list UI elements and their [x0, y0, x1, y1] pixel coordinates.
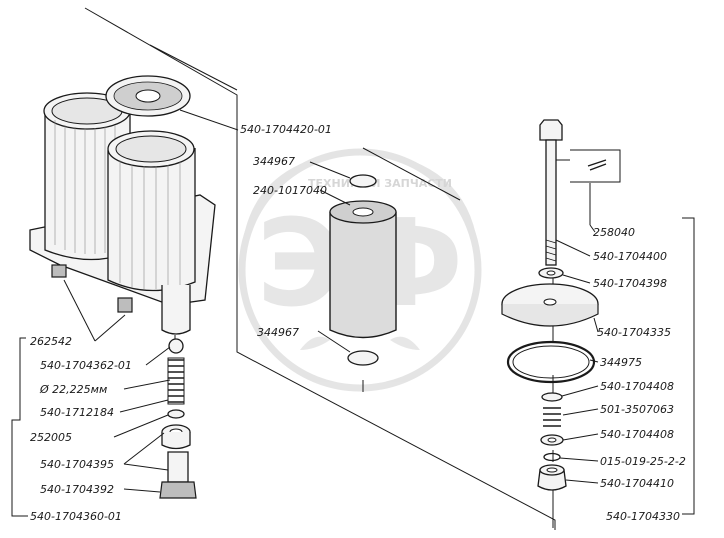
label-washer-mid: 540-1704408: [600, 380, 674, 393]
label-oring-small: 015-019-25-2-2: [600, 455, 686, 468]
label-spring-left: 540-1712184: [40, 406, 114, 419]
label-disc: 540-1704335: [597, 326, 671, 339]
label-plug-bolt: 540-1704392: [40, 483, 114, 496]
label-element: 240-1017040: [253, 184, 327, 197]
label-seal-ring: 344975: [600, 356, 642, 369]
label-plug: 262542: [30, 335, 72, 348]
label-pin: 258040: [593, 226, 635, 239]
right-valve-stack: [501, 119, 621, 491]
label-ball-size: Ø 22,225мм: [39, 383, 107, 396]
watermark-arc-text: ТЕХНИКА И ЗАПЧАСТИ: [308, 177, 452, 190]
label-spring-right: 501-3507063: [600, 403, 674, 416]
label-assembly-right: 540-1704330: [606, 510, 680, 523]
label-washer-top: 540-1704398: [593, 277, 667, 290]
cover-plate: [105, 75, 191, 117]
label-ball: 540-1704362-01: [40, 359, 132, 372]
label-nut-fitting: 540-1704410: [600, 477, 674, 490]
label-cover-plate: 540-1704420-01: [240, 123, 332, 136]
leader-lines: [11, 109, 695, 517]
label-bolt: 540-1704400: [593, 250, 667, 263]
part-labels: 540-1704420-01 344967 240-1017040 344967…: [30, 123, 686, 523]
label-seat: 540-1704395: [40, 458, 114, 471]
label-washer-left: 252005: [30, 431, 72, 444]
label-oring-top: 344967: [253, 155, 295, 168]
label-washer-lower: 540-1704408: [600, 428, 674, 441]
left-valve-stack: [159, 338, 197, 499]
filter-element: [329, 174, 397, 366]
label-assembly-left: 540-1704360-01: [30, 510, 122, 523]
filter-housing: [29, 92, 216, 335]
label-oring-bottom: 344967: [257, 326, 299, 339]
